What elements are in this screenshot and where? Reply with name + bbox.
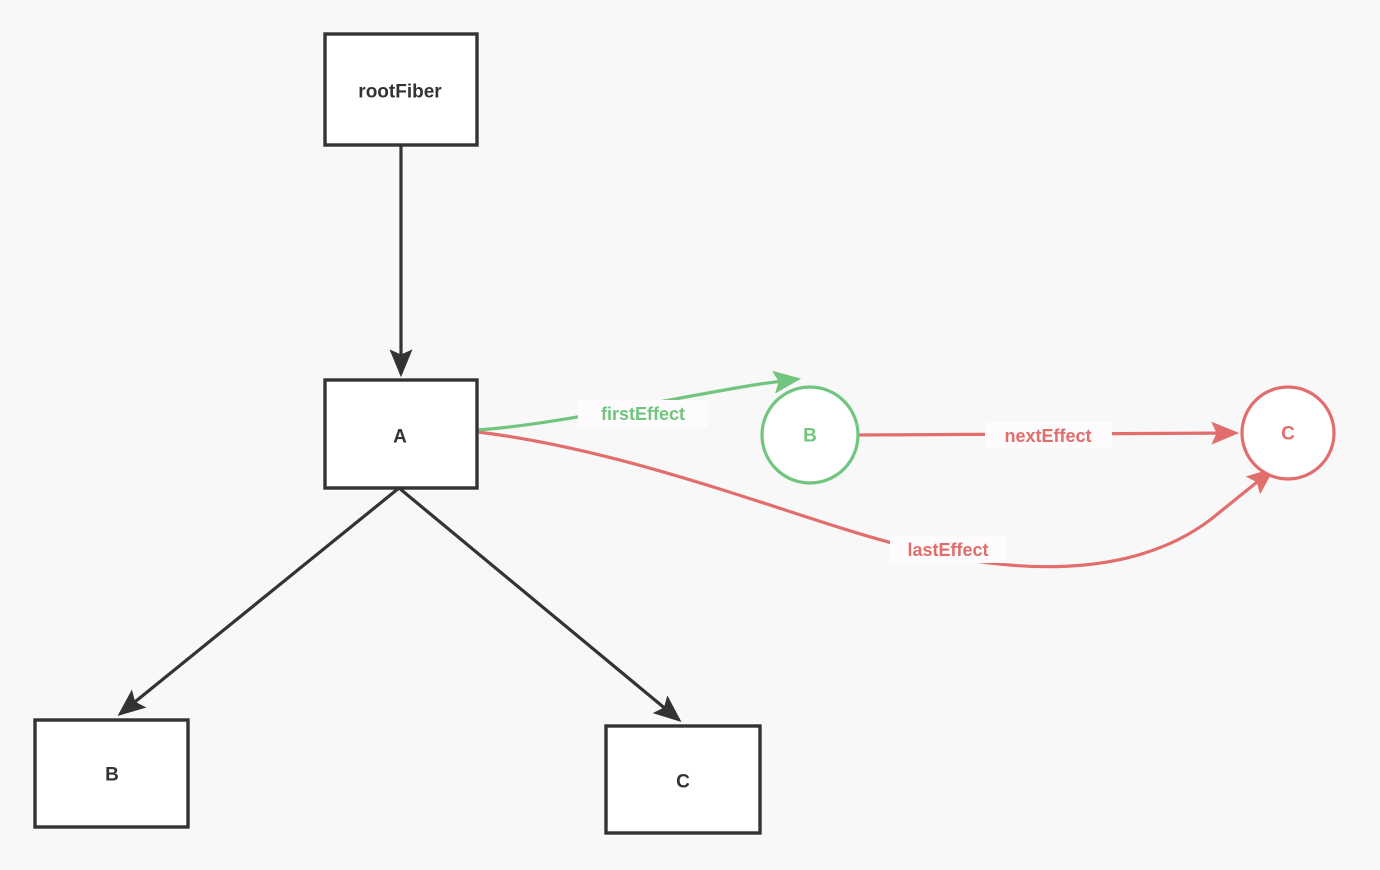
nodes-group: rootFiber A B C B [33,32,1336,835]
edge-a-to-c [397,486,682,723]
node-rootfiber-rect [323,32,479,147]
edge-last-effect [477,430,1275,569]
node-effect-b-label: B [803,426,817,447]
node-tree-c-rect [604,724,762,835]
node-tree-b-rect [33,718,190,829]
node-tree-a-rect [323,378,479,490]
node-rootfiber-label: rootFiber [358,82,442,103]
node-tree-b[interactable]: B [33,718,190,829]
node-tree-a[interactable]: A [323,378,479,490]
node-tree-b-label: B [105,765,119,786]
edge-label-next-effect: nextEffect [985,422,1112,449]
edge-a-to-b [117,486,401,717]
node-tree-a-label: A [393,427,407,448]
edge-label-last-effect: lastEffect [890,536,1007,563]
node-effect-b-circle [760,385,860,485]
edge-label-first-effect: firstEffect [578,400,708,427]
node-tree-c[interactable]: C [604,724,762,835]
node-effect-c-label: C [1281,424,1295,445]
node-effect-c[interactable]: C [1240,385,1336,481]
edge-label-last-effect-bg [890,536,1007,563]
edge-label-last-effect-text: lastEffect [907,540,988,560]
edge-label-first-effect-text: firstEffect [601,404,685,424]
tree-edges-group [117,145,682,723]
node-effect-b[interactable]: B [760,385,860,485]
node-tree-c-label: C [676,772,690,793]
node-rootfiber[interactable]: rootFiber [323,32,479,147]
edge-label-first-effect-bg [578,400,708,427]
edge-label-next-effect-text: nextEffect [1004,426,1091,446]
edge-labels-group: firstEffect nextEffect lastEffect [578,400,1112,563]
node-effect-c-circle [1240,385,1336,481]
edge-label-next-effect-bg [985,422,1112,449]
